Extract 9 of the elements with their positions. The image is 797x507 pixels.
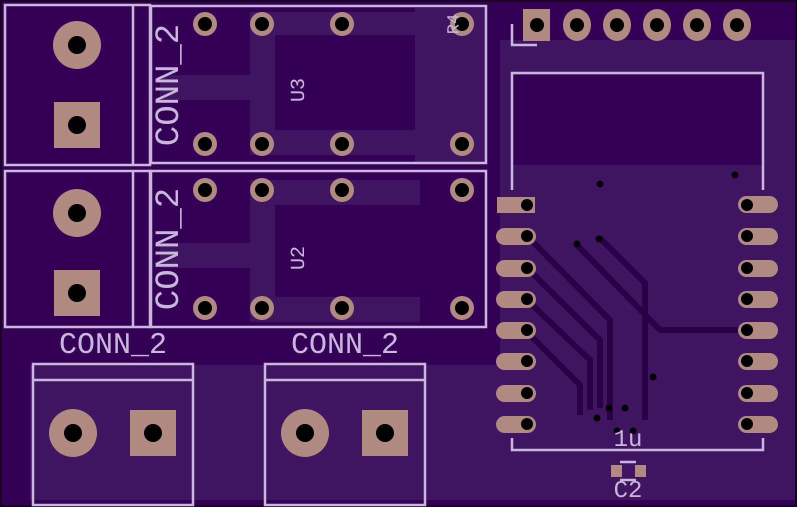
silkscreen-label: CONN_2 xyxy=(290,331,400,361)
silkscreen-label: C2 xyxy=(614,480,642,504)
silkscreen-label: CONN_2 xyxy=(153,24,187,146)
silkscreen-label: R4 xyxy=(446,14,464,34)
silkscreen-label: U2 xyxy=(290,246,310,270)
silkscreen-label: CONN_2 xyxy=(58,331,168,361)
silkscreen-label: 1u xyxy=(614,429,642,453)
silkscreen-label: U3 xyxy=(290,78,310,102)
silkscreen-label: CONN_2 xyxy=(153,188,187,310)
